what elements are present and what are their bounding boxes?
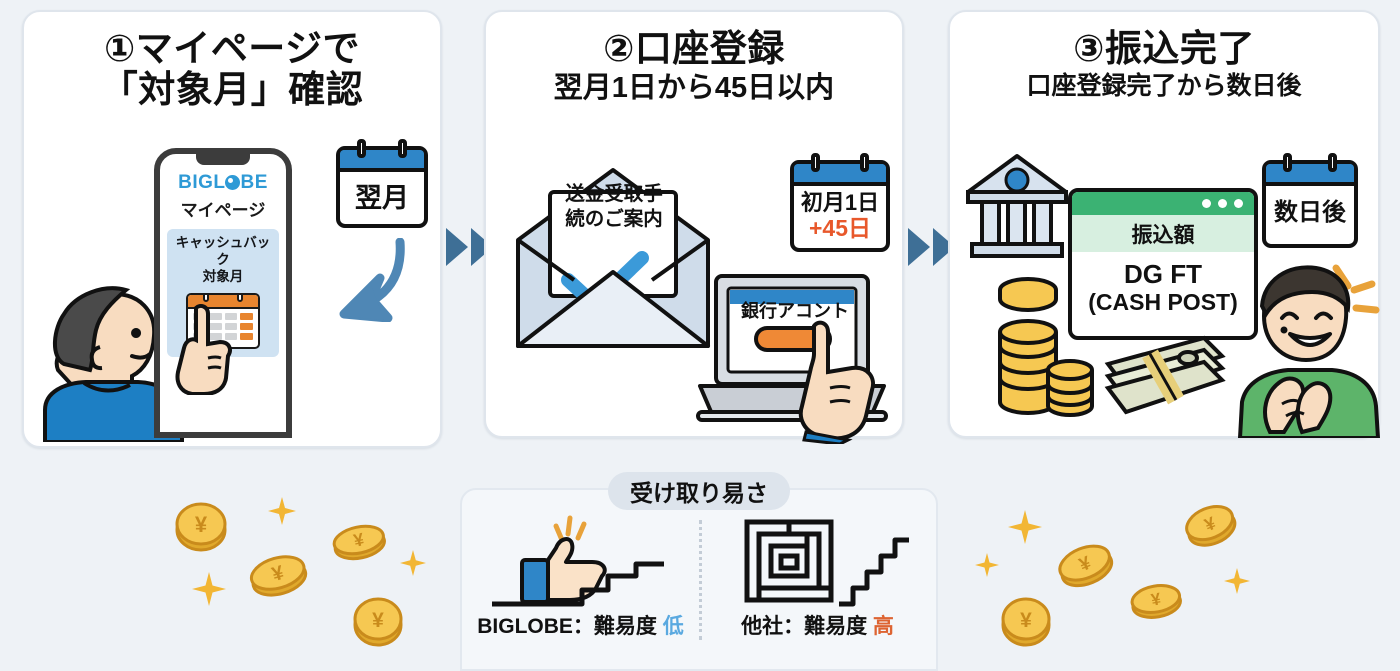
calendar-header-bar bbox=[1266, 164, 1354, 186]
letter-text: 送金受取手 続のご案内 bbox=[540, 182, 688, 233]
happy-person-illustration bbox=[1237, 264, 1381, 438]
bank-building-icon bbox=[966, 154, 1068, 258]
svg-text:¥: ¥ bbox=[352, 529, 366, 551]
coin-decoration-right-3: ¥ bbox=[1130, 584, 1182, 619]
calendar-header-bar bbox=[794, 164, 886, 186]
step-2-title: ②口座登録 bbox=[603, 28, 785, 69]
comparison-biglobe-label: BIGLOBE：難易度 低 bbox=[462, 610, 699, 640]
calendar-45-line1: 初月1日 bbox=[800, 190, 880, 215]
arrow-triangle-icon bbox=[446, 228, 468, 266]
calendar-ring-left bbox=[811, 153, 820, 172]
transfer-amount-window: 振込額 DG FT (CASH POST) bbox=[1068, 188, 1258, 340]
sparkle-right-2 bbox=[975, 553, 999, 577]
sparkle-right-1 bbox=[1008, 510, 1042, 544]
window-dot-icon bbox=[1234, 199, 1243, 208]
envelope-illustration bbox=[516, 168, 710, 348]
coin-decoration-right-4: ¥ bbox=[1185, 505, 1237, 547]
svg-text:¥: ¥ bbox=[1150, 589, 1163, 609]
mini-calendar-ring-left bbox=[203, 294, 209, 302]
comparison-other: 他社：難易度 高 bbox=[699, 514, 936, 640]
coin-decoration-left-2: ¥ bbox=[249, 555, 308, 597]
ease-comparison-panel: BIGLOBE：難易度 低 他社：難易度 bbox=[460, 488, 938, 671]
coin-decoration-left-1: ¥ bbox=[175, 502, 227, 552]
calendar-ring-right bbox=[1328, 153, 1337, 172]
service-brand: DG FT (CASH POST) bbox=[1072, 252, 1254, 315]
cashback-callout-line1: キャッシュバック bbox=[175, 235, 271, 267]
letter-line2: 続のご案内 bbox=[565, 208, 663, 231]
calendar-45-line2: +45日 bbox=[808, 215, 871, 242]
svg-text:¥: ¥ bbox=[372, 609, 384, 632]
calendar-45-days: 初月1日 +45日 bbox=[790, 153, 890, 252]
arrow-triangle-icon bbox=[908, 228, 930, 266]
comparison-other-label: 他社：難易度 高 bbox=[699, 610, 936, 640]
coin-decoration-left-3: ¥ bbox=[332, 524, 386, 561]
ease-comparison-badge: 受け取り易さ bbox=[608, 472, 790, 510]
mini-calendar-ring-right bbox=[237, 294, 243, 302]
window-dot-icon bbox=[1202, 199, 1211, 208]
calendar-ring-right bbox=[860, 153, 869, 172]
step-1-header: ①マイページで 「対象月」確認 bbox=[24, 12, 440, 111]
calendar-ring-right bbox=[398, 139, 407, 158]
comparison-divider bbox=[699, 520, 702, 640]
money-illustration bbox=[998, 277, 1226, 417]
service-brand-line1: DG FT bbox=[1124, 259, 1202, 289]
step-2-header: ②口座登録 翌月1日から45日以内 bbox=[486, 12, 902, 106]
step-3-subtitle: 口座登録完了から数日後 bbox=[1026, 72, 1302, 101]
laptop-screen-label: 銀行アコント bbox=[741, 301, 849, 321]
coin-decoration-right-1: ¥ bbox=[1058, 544, 1114, 588]
step-2-subtitle: 翌月1日から45日以内 bbox=[553, 72, 835, 105]
coin-decoration-right-2: ¥ bbox=[1001, 597, 1051, 647]
maze-tall-stairs-icon bbox=[744, 519, 909, 607]
svg-text:¥: ¥ bbox=[1020, 609, 1032, 632]
sparkle-left-2 bbox=[192, 572, 226, 606]
comparison-other-level: 高 bbox=[872, 615, 894, 638]
calendar-ring-left bbox=[357, 139, 366, 158]
svg-text:¥: ¥ bbox=[195, 512, 208, 537]
letter-line1: 送金受取手 bbox=[565, 183, 663, 205]
calendar-few-days-later: 数日後 bbox=[1262, 153, 1358, 248]
phone-notch bbox=[196, 154, 250, 165]
transfer-amount-label: 振込額 bbox=[1072, 215, 1254, 252]
window-dot-icon bbox=[1218, 199, 1227, 208]
maze-stairs-art bbox=[699, 514, 936, 610]
step-1-title: ①マイページで bbox=[103, 28, 361, 69]
curved-arrow-icon bbox=[339, 238, 405, 322]
logo-globe-icon bbox=[225, 175, 241, 190]
thumbs-up-stairs-art bbox=[462, 514, 699, 610]
sparkle-left-1 bbox=[268, 497, 296, 525]
service-brand-line2: (CASH POST) bbox=[1088, 288, 1238, 315]
sparkle-left-3 bbox=[400, 550, 426, 576]
calendar-few-days-label: 数日後 bbox=[1274, 199, 1346, 226]
pointing-hand-illustration bbox=[175, 304, 232, 395]
step-1-title-line2: 「対象月」確認 bbox=[100, 69, 364, 111]
cashback-callout-line2: 対象月 bbox=[202, 268, 244, 284]
clicking-hand-illustration bbox=[798, 320, 875, 444]
sparkle-right-3 bbox=[1224, 568, 1250, 594]
window-title-bar bbox=[1072, 192, 1254, 215]
phone-mypage-label: マイページ bbox=[180, 201, 266, 220]
step-3-title: ③振込完了 bbox=[1073, 28, 1255, 69]
thumbs-up-low-stairs-icon bbox=[491, 515, 664, 607]
calendar-ring-left bbox=[1283, 153, 1292, 172]
step-3-header: ③振込完了 口座登録完了から数日後 bbox=[950, 12, 1378, 101]
person-viewing-phone-illustration bbox=[43, 286, 184, 442]
comparison-biglobe: BIGLOBE：難易度 低 bbox=[462, 514, 699, 640]
coin-decoration-left-4: ¥ bbox=[353, 597, 403, 647]
comparison-biglobe-prefix: BIGLOBE：難易度 bbox=[477, 615, 657, 638]
calendar-header-bar bbox=[340, 150, 424, 172]
comparison-biglobe-level: 低 bbox=[662, 615, 684, 638]
calendar-next-month: 翌月 bbox=[336, 139, 428, 228]
calendar-next-month-label: 翌月 bbox=[355, 183, 409, 213]
comparison-other-prefix: 他社：難易度 bbox=[741, 615, 868, 638]
